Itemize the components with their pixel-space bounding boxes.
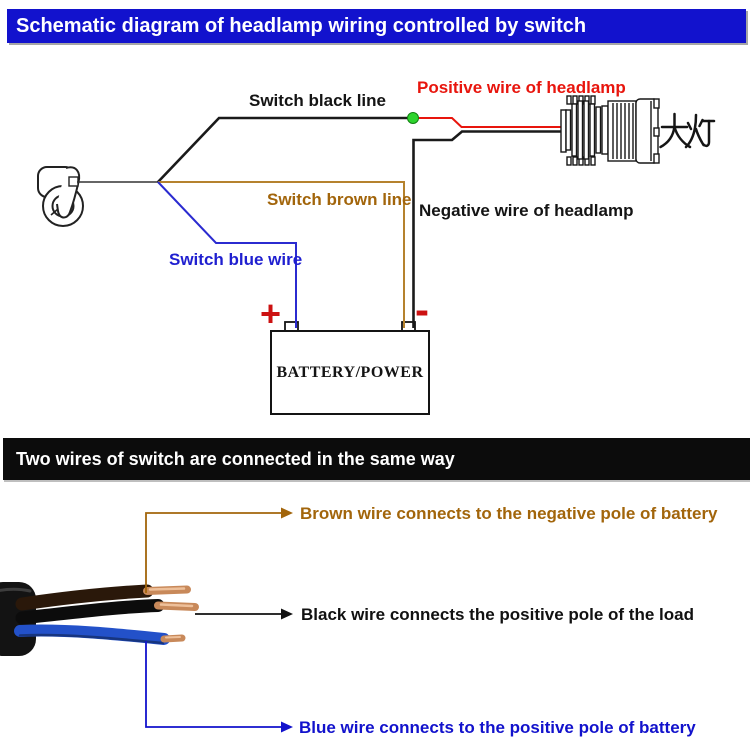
- black-wire-callout-label: Black wire connects the positive pole of…: [301, 605, 694, 624]
- section-banner-text: Two wires of switch are connected in the…: [16, 448, 455, 469]
- brown-callout-line: [145, 512, 281, 593]
- switch-black-line-label: Switch black line: [249, 91, 386, 110]
- switch-brown-wire: [158, 181, 405, 328]
- switch-icon: [37, 166, 84, 227]
- switch-brown-line-label: Switch brown line: [267, 190, 412, 209]
- battery-plus-sign: +: [260, 293, 282, 334]
- wiring-lines: [77, 112, 566, 332]
- brown-callout-arrow-icon: [281, 507, 293, 519]
- title-banner: Schematic diagram of headlamp wiring con…: [7, 9, 746, 43]
- switch-black-wire: [157, 116, 409, 183]
- positive-wire-label: Positive wire of headlamp: [417, 78, 626, 97]
- negative-wire-label: Negative wire of headlamp: [419, 201, 634, 220]
- callout-lines: [145, 507, 293, 733]
- blue-callout-arrow-icon: [281, 721, 293, 733]
- switch-blue-wire: [157, 181, 297, 328]
- headlamp-cn-glyph: [659, 112, 716, 149]
- cable-icon: [0, 582, 199, 656]
- brown-wire-callout-label: Brown wire connects to the negative pole…: [300, 504, 718, 523]
- headlamp-cn-label: 大灯: [660, 112, 724, 156]
- headlamp-icon: [560, 95, 660, 166]
- headlamp-positive-wire: [413, 117, 566, 128]
- connector-dot: [407, 112, 419, 124]
- black-callout-arrow-icon: [281, 608, 293, 620]
- blue-callout-line: [145, 641, 281, 728]
- headlamp-negative-wire: [412, 130, 566, 328]
- switch-blue-wire-label: Switch blue wire: [169, 250, 303, 269]
- battery-box: BATTERY/POWER: [270, 330, 430, 415]
- title-banner-text: Schematic diagram of headlamp wiring con…: [16, 14, 587, 37]
- battery-label: BATTERY/POWER: [276, 363, 424, 381]
- blue-wire-callout-label: Blue wire connects to the positive pole …: [299, 718, 696, 737]
- battery-minus-sign: -: [415, 286, 429, 333]
- section-banner: Two wires of switch are connected in the…: [3, 438, 750, 480]
